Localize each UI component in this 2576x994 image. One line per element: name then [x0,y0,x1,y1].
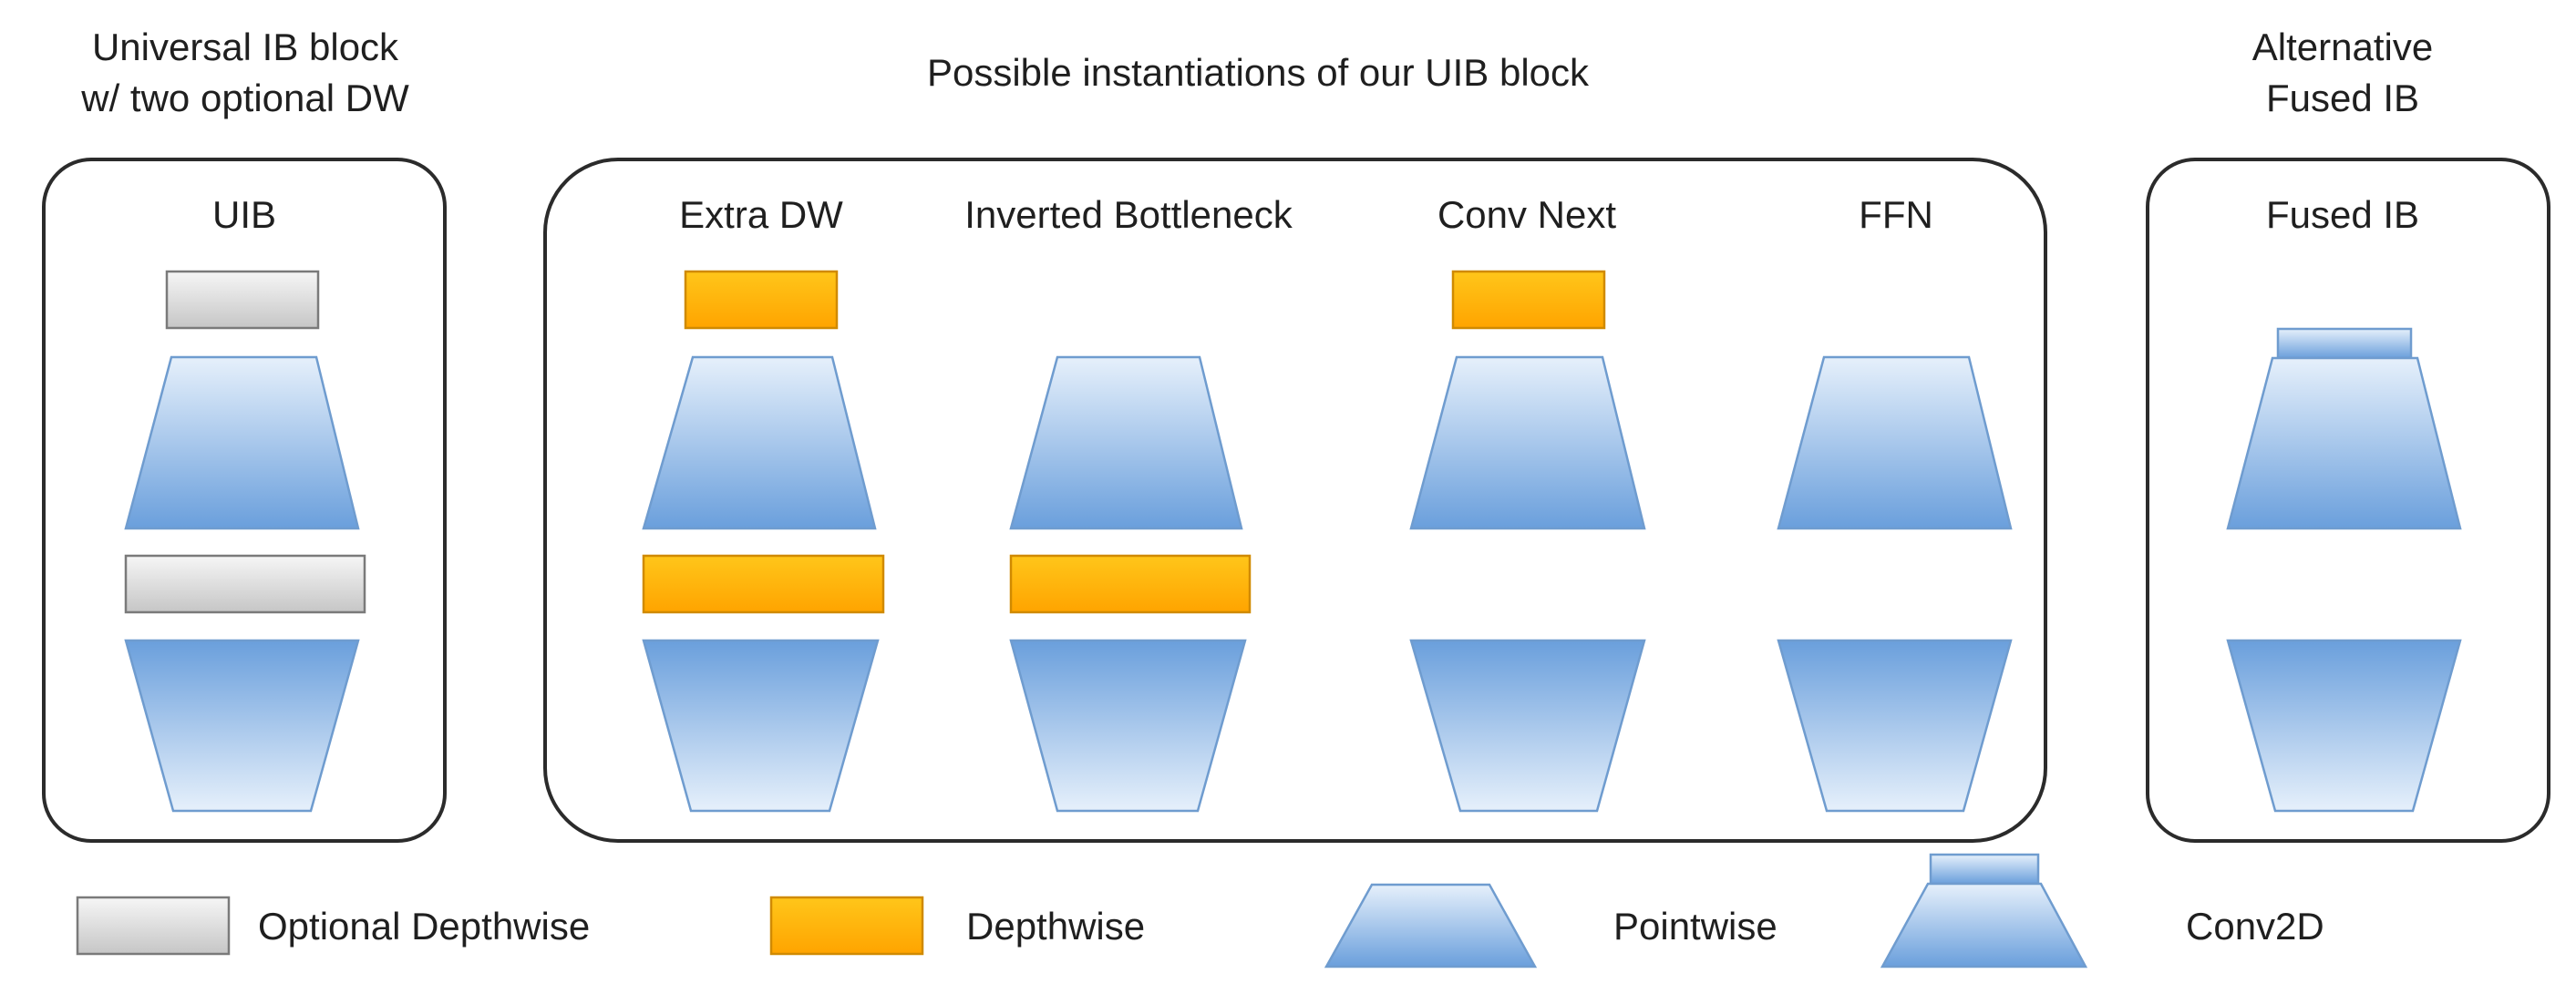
convnext-pointwise-expand [1409,355,1646,530]
column-title-uib: UIB [212,193,276,236]
ib-depthwise-mid [1009,554,1252,614]
right-header-line1: Alternative [2252,26,2433,68]
uib-pointwise-project [124,639,360,813]
legend-conv2d-cap [1929,853,2040,886]
extra-dw-pointwise-expand [642,355,877,530]
ffn-pointwise-project [1777,639,2013,813]
extra-dw-pointwise-project [642,639,880,813]
ib-pointwise-expand [1009,355,1243,530]
fused-ib-conv2d-cap [2276,327,2413,360]
right-header-line2: Fused IB [2266,77,2419,119]
instantiations-panel [543,158,2047,843]
column-title-inverted-bottleneck: Inverted Bottleneck [964,193,1293,236]
convnext-pointwise-project [1409,639,1646,813]
legend-conv2d-swatch [1880,882,2088,968]
convnext-depthwise-top [1451,270,1606,330]
middle-header: Possible instantiations of our UIB block [927,51,1590,94]
uib-pointwise-expand [124,355,360,530]
legend-optional-depthwise-swatch [76,896,231,956]
left-header-line1: Universal IB block [92,26,399,68]
uib-optional-depthwise-top [165,270,320,330]
fused-ib-pointwise-project [2226,639,2462,813]
ib-pointwise-project [1009,639,1247,813]
column-title-ffn: FFN [1859,193,1933,236]
column-title-extra-dw: Extra DW [679,193,843,236]
extra-dw-depthwise-mid [642,554,885,614]
uib-optional-depthwise-mid [124,554,366,614]
column-title-fused-ib: Fused IB [2266,193,2419,236]
ffn-pointwise-expand [1777,355,2013,530]
left-header-line2: w/ two optional DW [80,77,409,119]
legend-pointwise-swatch [1324,883,1538,968]
legend-depthwise-label: Depthwise [966,905,1145,948]
legend-depthwise-swatch [769,896,924,956]
fused-ib-conv2d-expand [2226,356,2462,530]
legend-conv2d-label: Conv2D [2186,905,2324,948]
legend-pointwise-label: Pointwise [1613,905,1777,948]
column-title-conv-next: Conv Next [1437,193,1616,236]
extra-dw-depthwise-top [684,270,839,330]
legend-optional-depthwise-label: Optional Depthwise [258,905,590,948]
